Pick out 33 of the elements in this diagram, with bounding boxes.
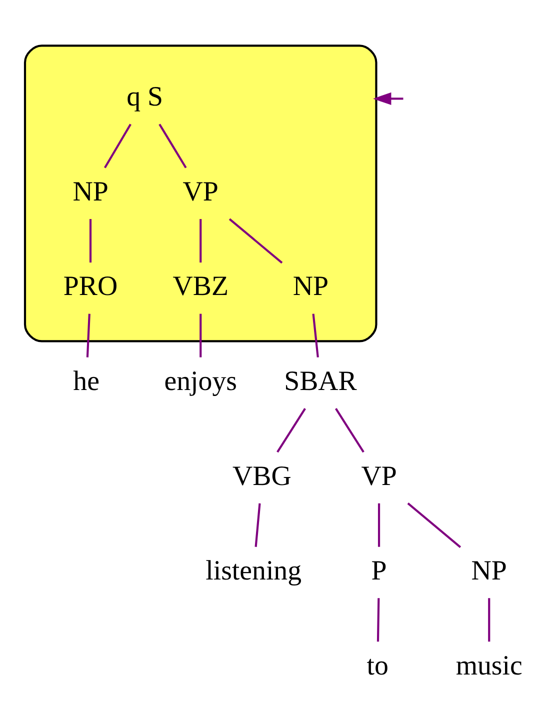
node-text: P <box>371 556 387 587</box>
connector <box>407 502 462 548</box>
connector <box>376 598 380 642</box>
node-text: enjoys <box>164 366 237 397</box>
connector <box>334 408 364 453</box>
node-text: listening <box>206 556 302 587</box>
connector <box>104 124 132 168</box>
cluster <box>24 44 378 342</box>
connector <box>276 408 306 453</box>
node-text: SBAR <box>284 366 357 397</box>
node-text: PRO <box>63 271 118 302</box>
connector <box>89 219 92 263</box>
node-text: VBG <box>232 460 292 492</box>
node-text: VP <box>361 460 397 492</box>
connector <box>312 314 319 358</box>
node-text: q S <box>126 82 164 113</box>
node-text: NP <box>72 176 108 208</box>
node-text: music <box>456 650 522 682</box>
node-text: NP <box>471 556 507 587</box>
connector <box>254 503 261 547</box>
node-text: NP <box>292 271 329 302</box>
node-text: VP <box>182 176 218 208</box>
node-text: he <box>73 366 100 397</box>
arrow <box>373 92 404 106</box>
connector <box>200 314 202 358</box>
node-text: VBZ <box>172 271 228 302</box>
connector <box>378 503 380 547</box>
node-text: to <box>366 650 388 682</box>
connector <box>86 314 90 358</box>
connector <box>158 124 187 168</box>
connector <box>228 218 283 264</box>
connector <box>200 219 202 263</box>
connector <box>488 598 490 642</box>
